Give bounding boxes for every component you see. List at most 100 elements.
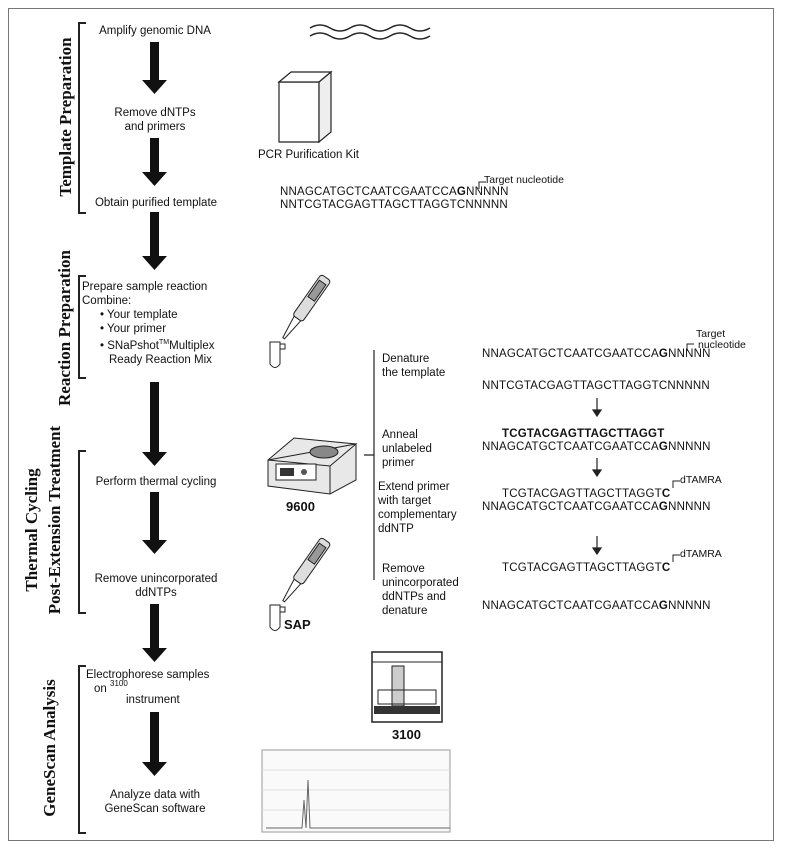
pcr-kit-box-icon	[277, 70, 333, 144]
detail-ext-primer: TCGTACGAGTTAGCTTAGGTC	[502, 488, 670, 500]
prepare-bullet-mix: Ready Reaction Mix	[109, 353, 212, 366]
template-target-label: Target nucleotide	[484, 174, 564, 186]
template-seq-bottom: NNTCGTACGAGTTAGCTTAGGTCNNNNN	[280, 199, 508, 211]
detail-arrows	[591, 398, 603, 556]
instrument-3100-icon	[371, 651, 443, 723]
reaction-prep-bracket	[78, 275, 86, 379]
seq3-n: NNNNN	[668, 441, 711, 453]
detail-seq4: NNAGCATGCTCAATCGAATCCAGNNNNN	[482, 501, 711, 513]
extend-line3: complementary	[378, 509, 457, 521]
detail-remove-line2: unincorporated	[382, 577, 459, 589]
anneal-line2: unlabeled	[382, 443, 432, 455]
detail-remove: Remove unincorporated ddNTPs and denatur…	[382, 562, 459, 618]
detail-remove-line1: Remove	[382, 563, 425, 575]
detail-remove-line4: denature	[382, 605, 428, 617]
detail-target-line1: Target	[696, 328, 726, 340]
detail-seq3: NNAGCATGCTCAATCGAATCCAGNNNNN	[482, 441, 711, 453]
template-top-g: G	[456, 186, 467, 198]
detail-target-line2: nucleotide	[698, 339, 746, 351]
sap-label: SAP	[284, 617, 311, 632]
template-target-pointer	[478, 181, 486, 189]
dtamra-pointer-2	[672, 554, 680, 562]
step-remove-line1: Remove dNTPs	[114, 107, 196, 119]
seq1-n: NNNNN	[668, 348, 711, 360]
detail-denature: Denature the template	[382, 352, 445, 380]
snapshot-tm: TM	[159, 339, 170, 346]
ext-primer-seq: TCGTACGAGTTAGCTTAGGT	[502, 488, 662, 500]
anneal-line1: Anneal	[382, 429, 418, 441]
step-perform-cycling: Perform thermal cycling	[95, 476, 217, 488]
template-top-n: NNNNN	[466, 186, 509, 198]
step-remove-dntps: Remove dNTPs and primers	[80, 106, 230, 134]
anneal-line3: primer	[382, 457, 415, 469]
pipette-icon	[269, 274, 331, 368]
denature-line2: the template	[382, 367, 446, 379]
detail-primer: TCGTACGAGTTAGCTTAGGT	[502, 428, 665, 440]
seq4-a: NNAGCATGCTCAATCGAATCCA	[482, 501, 659, 513]
detail-seq5: NNAGCATGCTCAATCGAATCCAGNNNNN	[482, 600, 711, 612]
detail-remove-line3: ddNTPs and	[382, 591, 446, 603]
prepare-bullet-primer: • Your primer	[100, 323, 167, 335]
electro-line2: on 3100	[86, 679, 209, 697]
seq1-a: NNAGCATGCTCAATCGAATCCA	[482, 348, 659, 360]
template-top-a: NNAGCATGCTCAATCGAATCCA	[280, 186, 457, 198]
figure-frame	[8, 8, 774, 841]
detail-target-pointer	[686, 343, 694, 351]
detail-ext-primer-2: TCGTACGAGTTAGCTTAGGTC	[502, 562, 670, 574]
electro-on: on	[94, 683, 107, 695]
denature-line1: Denature	[382, 353, 430, 365]
seq3-a: NNAGCATGCTCAATCGAATCCA	[482, 441, 659, 453]
template-prep-bracket	[78, 22, 86, 214]
electro-3100: 3100	[110, 679, 128, 688]
template-seq-top: NNAGCATGCTCAATCGAATCCAGNNNNN	[280, 186, 509, 198]
electro-line1: Electrophorese samples	[86, 669, 210, 681]
detail-anneal: Anneal unlabeled primer	[382, 428, 432, 470]
thermocycler-icon	[267, 437, 358, 495]
step-amplify: Amplify genomic DNA	[99, 25, 211, 37]
unincorp-line2: ddNTPs	[135, 587, 177, 599]
ext-primer2-c: C	[661, 562, 671, 574]
ext-primer-c: C	[661, 488, 671, 500]
analyze-line1: Analyze data with	[109, 789, 201, 801]
step-electrophorese: Electrophorese samples on 3100 instrumen…	[86, 668, 209, 707]
extend-line4: ddNTP	[378, 523, 414, 535]
step-analyze-data: Analyze data with GeneScan software	[80, 788, 230, 816]
seq4-n: NNNNN	[668, 501, 711, 513]
seq5-a: NNAGCATGCTCAATCGAATCCA	[482, 600, 659, 612]
detail-extend: Extend primer with target complementary …	[378, 480, 457, 536]
analyze-line2: GeneScan software	[104, 803, 206, 815]
dtamra-pointer-1	[672, 480, 680, 488]
prepare-line2: Combine:	[82, 295, 132, 307]
extend-line2: with target	[378, 495, 432, 507]
pcr-kit-label: PCR Purification Kit	[258, 149, 359, 161]
detail-seq1: NNAGCATGCTCAATCGAATCCAGNNNNN	[482, 348, 711, 360]
seq5-g: G	[658, 600, 669, 612]
thermal-bracket	[78, 450, 86, 614]
ext-primer2-seq: TCGTACGAGTTAGCTTAGGT	[502, 562, 662, 574]
seq3-g: G	[658, 441, 669, 453]
dtamra-label-1: dTAMRA	[680, 474, 722, 486]
dtamra-label-2: dTAMRA	[680, 548, 722, 560]
instrument-3100-label: 3100	[392, 727, 421, 742]
step-remove-unincorporated: Remove unincorporated ddNTPs	[76, 572, 236, 600]
detail-seq2: NNTCGTACGAGTTAGCTTAGGTCNNNNN	[482, 380, 710, 392]
step-prepare-reaction: Prepare sample reaction Combine: • Your …	[82, 280, 215, 367]
snapshot-text: • SNaPshot	[100, 339, 159, 352]
extend-line1: Extend primer	[378, 481, 450, 493]
seq1-g: G	[658, 348, 669, 360]
prepare-bullet-template: • Your template	[100, 309, 178, 321]
sap-pipette-icon	[269, 537, 331, 631]
electro-line3: instrument	[126, 694, 180, 706]
multiplex-text: Multiplex	[169, 339, 215, 352]
seq5-n: NNNNN	[668, 600, 711, 612]
genescan-bracket	[78, 665, 86, 834]
dna-wave-icon	[309, 24, 431, 40]
seq4-g: G	[658, 501, 669, 513]
step-remove-line2: and primers	[124, 121, 186, 133]
prepare-line1: Prepare sample reaction	[82, 281, 208, 293]
prepare-bullet-snapshot: • SNaPshotTMMultiplex	[82, 336, 215, 353]
detail-bracket	[364, 350, 375, 580]
electropherogram-icon	[261, 749, 451, 833]
unincorp-line1: Remove unincorporated	[94, 573, 218, 585]
